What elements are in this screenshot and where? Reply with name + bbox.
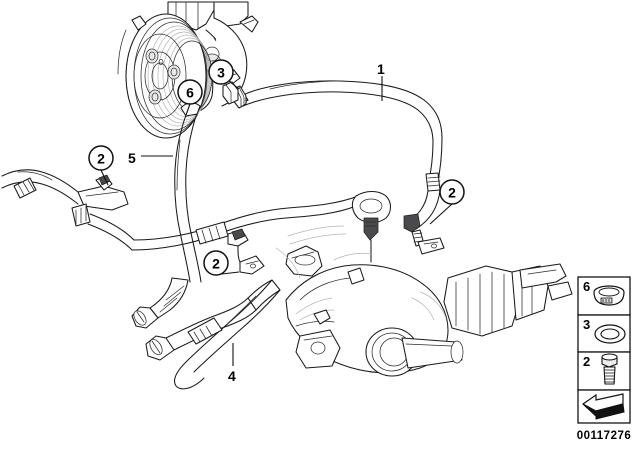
parts-legend-panel: 6 3 2 00117276 (577, 276, 632, 442)
callout-5-label: 5 (128, 150, 136, 166)
callout-6[interactable]: 6 (177, 79, 203, 105)
part-number-label: 00117276 (577, 430, 632, 442)
callout-2-center[interactable]: 2 (203, 250, 229, 276)
callout-2-center-label: 2 (212, 256, 220, 272)
hose-clamp-icon (593, 285, 625, 306)
hose-4-return-line (145, 279, 281, 390)
view-direction-arrow-icon (582, 393, 625, 420)
callout-2-center-circle[interactable] (203, 250, 229, 276)
leader-6 (185, 103, 191, 116)
callout-2-right[interactable]: 2 (439, 179, 465, 205)
callout-3-label: 3 (217, 65, 225, 81)
sealing-ring-icon (594, 324, 626, 344)
leader-2-right (429, 203, 453, 225)
hose-5-suction-line (131, 102, 202, 329)
steering-gear-assembly (285, 190, 573, 377)
callout-2-left[interactable]: 2 (88, 145, 114, 171)
callout-5[interactable]: 5 (128, 150, 136, 166)
hose-bundle-center (131, 195, 359, 275)
callout-2-right-label: 2 (448, 185, 456, 201)
callout-1-label: 1 (377, 61, 385, 77)
callout-4-label: 4 (228, 368, 236, 384)
callout-6-circle[interactable] (177, 79, 203, 105)
callout-leaders (100, 76, 453, 366)
callout-1[interactable]: 1 (377, 61, 385, 77)
leader-2-left (100, 169, 109, 186)
reservoir-hose-left (1, 169, 135, 251)
legend-row-3-number: 3 (583, 317, 590, 332)
leader-2-center (221, 271, 240, 275)
background-hose-tails (275, 225, 347, 279)
leader-3 (228, 80, 240, 90)
hex-bolt-icon (601, 353, 618, 385)
hose-1-pressure-line (222, 80, 443, 230)
callout-2-right-circle[interactable] (439, 179, 465, 205)
gear-bolt-studs (403, 213, 445, 255)
callout-3[interactable]: 3 (208, 59, 234, 85)
callout-6-label: 6 (186, 85, 194, 101)
callout-2-left-label: 2 (97, 151, 105, 167)
callout-3-circle[interactable] (208, 59, 234, 85)
callout-2-left-circle[interactable] (88, 145, 114, 171)
callout-4[interactable]: 4 (228, 368, 236, 384)
legend-row-6-number: 6 (583, 279, 590, 294)
legend-row-2-number: 2 (583, 354, 590, 369)
